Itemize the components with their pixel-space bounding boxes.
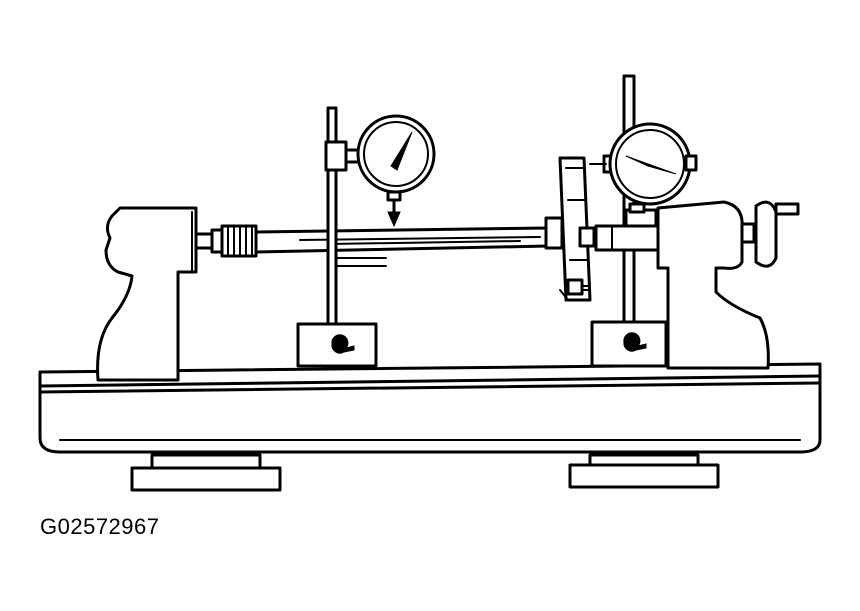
left-dial-indicator	[356, 114, 436, 228]
yoke-flange	[544, 156, 596, 302]
right-dial-indicator	[608, 122, 698, 206]
right-magnetic-base	[590, 320, 668, 368]
shaft-spline	[220, 224, 258, 258]
base-bed	[38, 362, 822, 454]
base-foot-left	[130, 453, 282, 492]
base-foot-right	[568, 453, 720, 489]
left-magnetic-base	[296, 322, 378, 368]
left-indicator-stand	[324, 106, 387, 326]
right-tailstock	[594, 200, 800, 370]
drive-shaft	[254, 226, 550, 254]
figure-caption: G02572967	[40, 514, 160, 539]
left-headstock	[96, 206, 224, 382]
